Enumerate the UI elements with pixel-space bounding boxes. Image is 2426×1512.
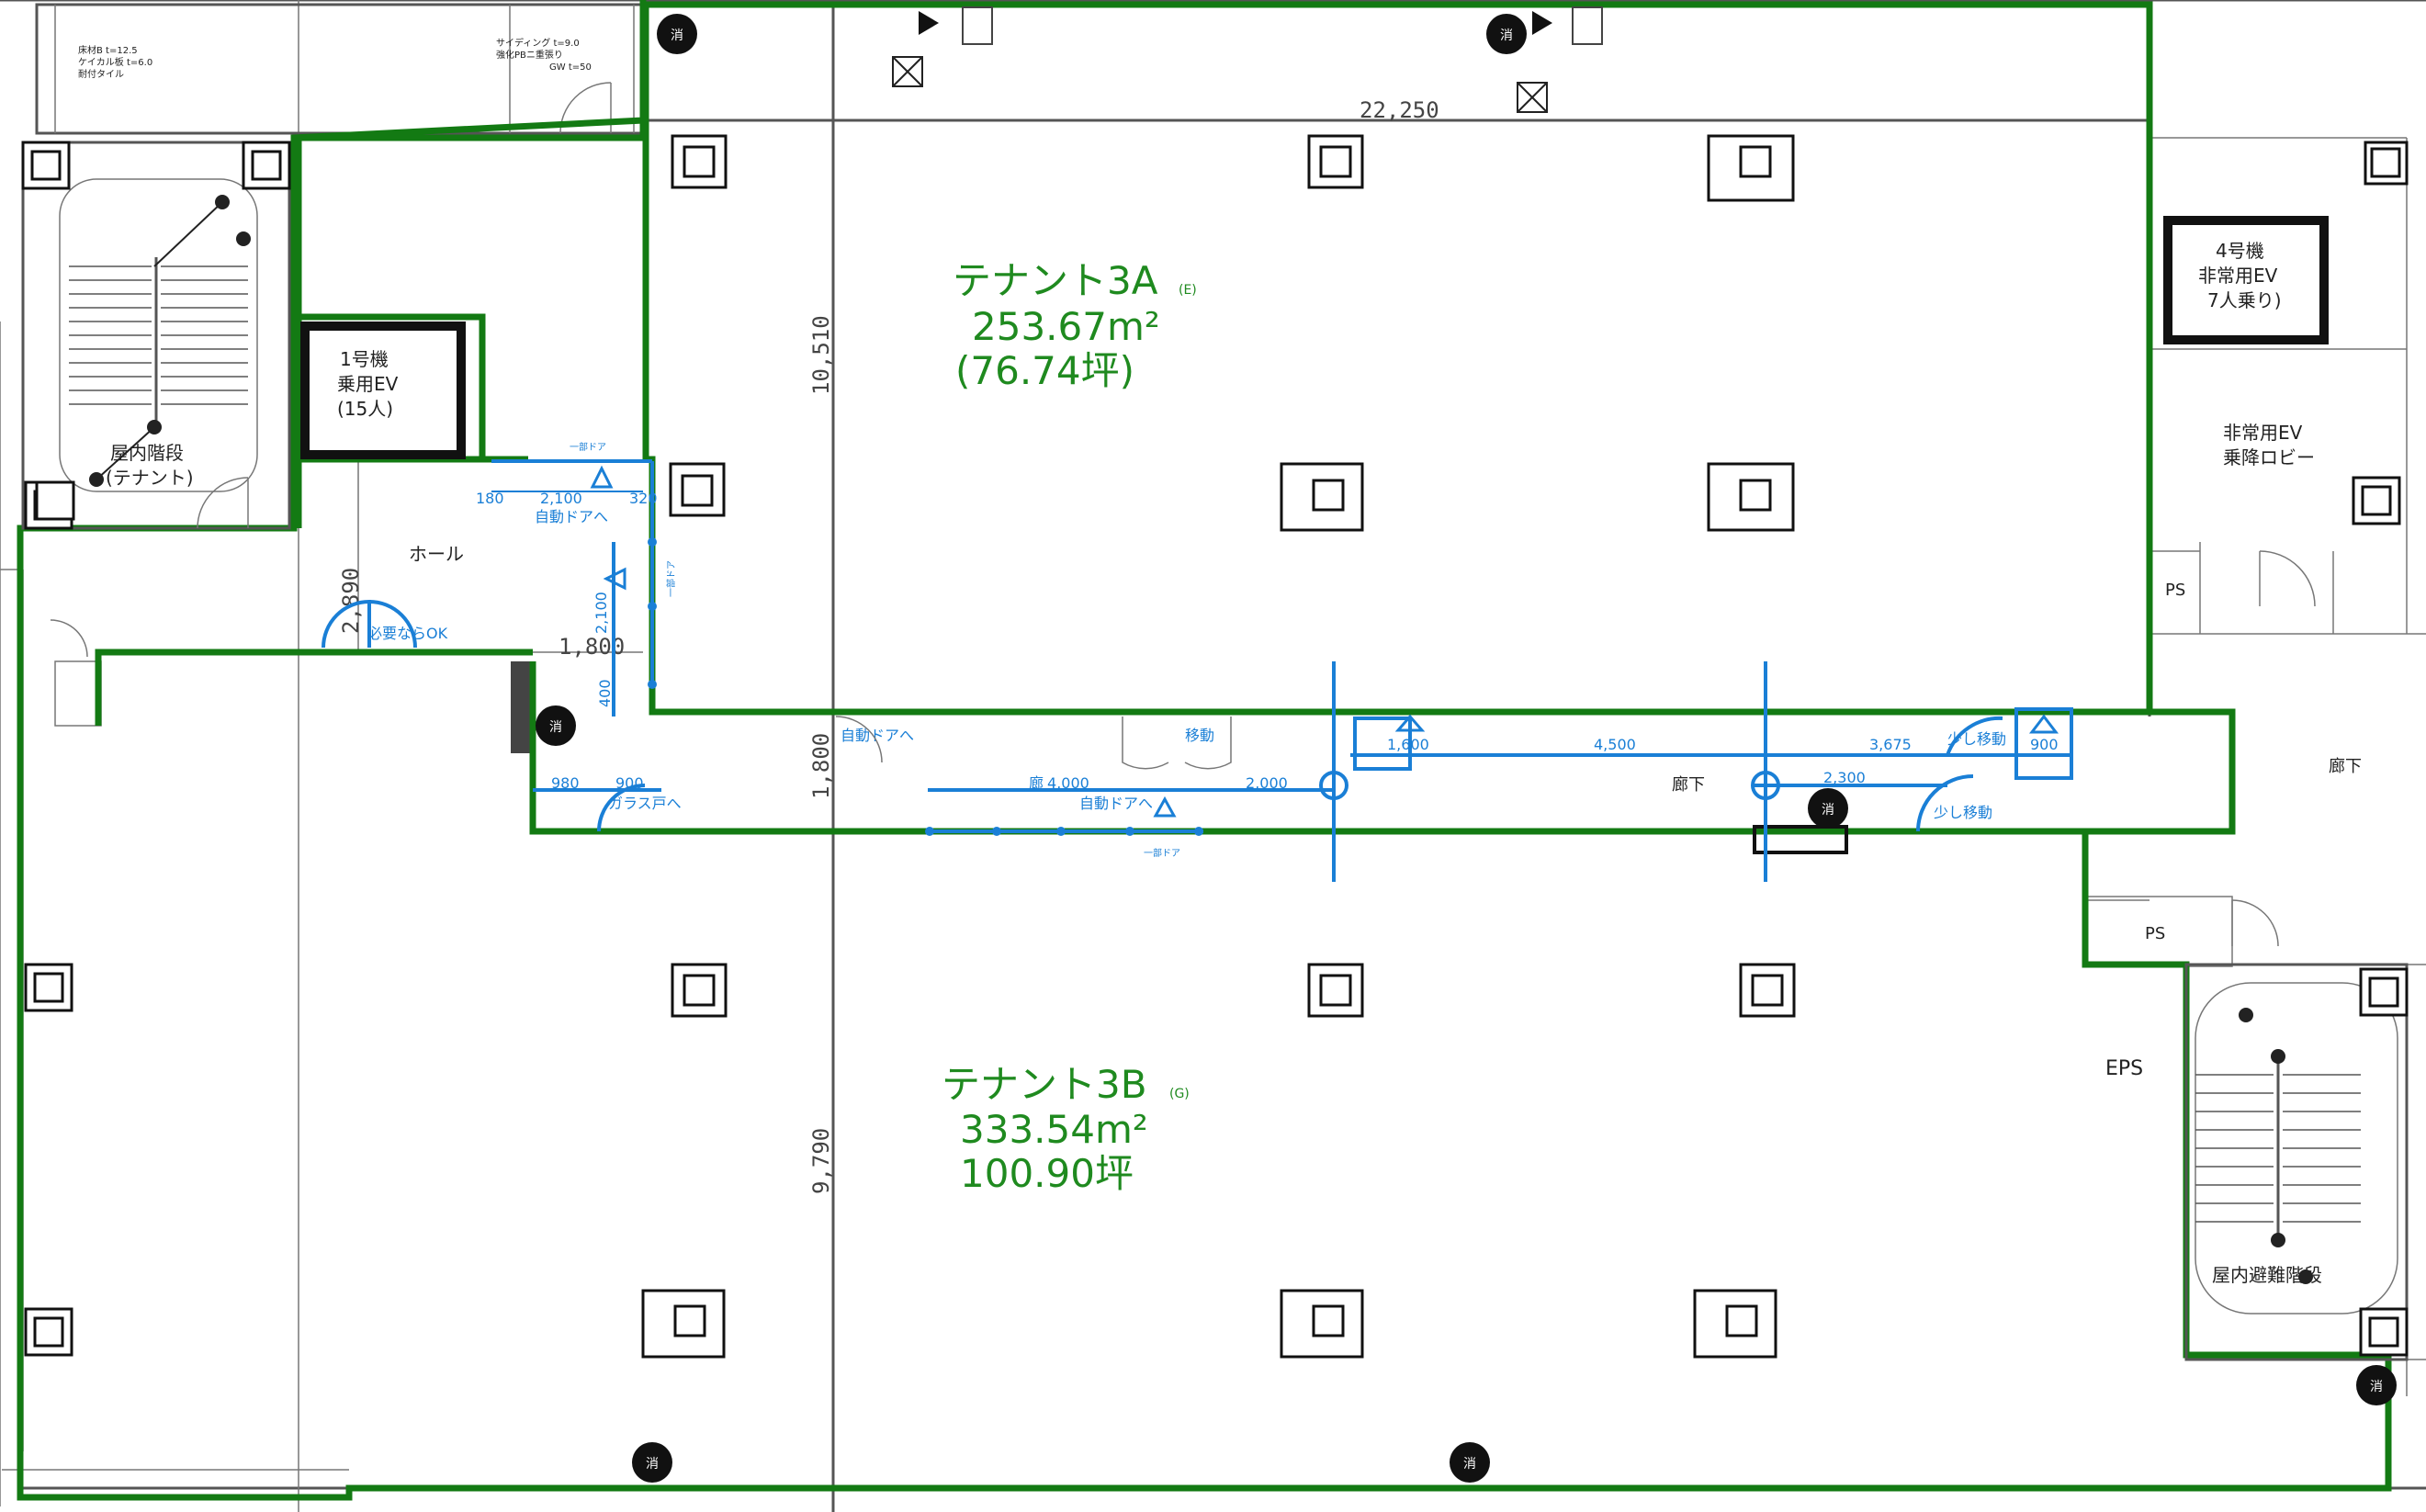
corridor-doors: [835, 716, 1232, 770]
svg-text:消: 消: [671, 28, 683, 43]
dim-900b: 900: [2030, 736, 2059, 753]
corridor-right-label: 廊下: [2329, 757, 2362, 776]
dim-corridor: 1,800: [808, 733, 834, 799]
ev1-line2: 乗用EV: [337, 373, 399, 395]
tenant-3b-mark: (G): [1169, 1087, 1190, 1101]
ev1-line1: 1号機: [340, 348, 389, 370]
svg-text:消: 消: [1463, 1457, 1476, 1472]
svg-text:消: 消: [646, 1457, 659, 1472]
tenant-3a-name: テナント3A: [953, 258, 1158, 303]
ceiling-fixtures: [892, 6, 1603, 113]
dim-hall-height: 2,890: [338, 568, 364, 634]
extinguisher-icon: 消: [657, 14, 697, 54]
dimensions: 22,250 10,510 9,790 1,800 2,890 1,800 ホー…: [338, 97, 2362, 1194]
toilet-area: 床材B t=12.5 ケイカル板 t=6.0 耐付タイル サイディング t=9.…: [35, 3, 645, 135]
hall-label: ホール: [409, 543, 464, 565]
dim-2100: 2,100: [540, 490, 582, 507]
fire-extinguishers: 消 消 消 消 消 消 消: [536, 14, 2397, 1483]
toilet-note-4: サイディング t=9.0: [496, 37, 580, 49]
note-auto-door-3: 自動ドアへ: [1079, 795, 1153, 812]
note-move-2: 少し移動: [1947, 730, 2006, 748]
dim-180: 180: [476, 490, 504, 507]
dim-400: 400: [596, 679, 614, 707]
dim-900: 900: [615, 774, 644, 792]
dim-1600: 1,600: [1387, 736, 1429, 753]
tenant-stair-label-1: 屋内階段: [110, 442, 184, 464]
note-auto-door-2: 自動ドアへ: [841, 727, 914, 744]
svg-text:消: 消: [1500, 28, 1513, 43]
dim-height-b: 9,790: [808, 1128, 834, 1194]
note-glass-door: ガラス戸へ: [608, 795, 682, 812]
note-door-ok: 必要ならOK: [367, 625, 448, 642]
dim-2000: 2,000: [1246, 774, 1288, 792]
corridor-center-label: 廊下: [1672, 775, 1705, 795]
note-duct-1: 一部ドア: [570, 441, 606, 453]
toilet-note-1: 床材B t=12.5: [78, 44, 138, 56]
toilet-note-2: ケイカル板 t=6.0: [78, 56, 152, 68]
ev-lobby-label-2: 乗降ロビー: [2223, 446, 2315, 468]
dim-4500: 4,500: [1594, 736, 1636, 753]
tenant-3a-mark: (E): [1179, 283, 1197, 298]
dim-980: 980: [551, 774, 580, 792]
note-move-1: 移動: [1185, 727, 1214, 744]
dim-2300: 2,300: [1823, 769, 1866, 786]
eps-label: EPS: [2105, 1057, 2143, 1080]
dim-width-top: 22,250: [1360, 97, 1439, 123]
tenant-3b-tsubo: 100.90坪: [960, 1151, 1134, 1196]
extinguisher-icon: 消: [632, 1442, 672, 1483]
dim-4000: 4,000: [1047, 774, 1089, 792]
dim-3675: 3,675: [1869, 736, 1912, 753]
ev4-line2: 非常用EV: [2198, 265, 2278, 287]
svg-text:消: 消: [2370, 1380, 2383, 1394]
dim-height-a: 10,510: [808, 315, 834, 395]
note-duct-2: 一部ドア: [665, 560, 677, 597]
note-duct-3: 一部ドア: [1144, 847, 1180, 859]
svg-text:消: 消: [549, 720, 562, 735]
toilet-note-3: 耐付タイル: [78, 68, 124, 80]
toilet-note-5: 強化PBニ重張り: [496, 49, 563, 61]
tenant-3b-label: テナント3B (G) 333.54m² 100.90坪: [942, 1062, 1190, 1196]
escape-stair: 屋内避難階段 EPS PS PS: [2105, 581, 2409, 1361]
ps-lower-label: PS: [2145, 924, 2165, 943]
elevator-4: 4号機 非常用EV 7人乗り) 非常用EV 乗降ロビー: [2163, 216, 2329, 468]
tenant-3b-area: 333.54m²: [960, 1107, 1148, 1152]
extinguisher-icon: 消: [536, 705, 576, 746]
dim-320: 320: [629, 490, 658, 507]
tenant-3a-area: 253.67m²: [972, 304, 1160, 349]
escape-stair-label: 屋内避難階段: [2212, 1264, 2322, 1286]
ev1-line3: (15人): [337, 398, 393, 420]
note-move-3: 少し移動: [1934, 804, 1992, 821]
tenant-stair: 屋内階段 (テナント): [21, 141, 291, 530]
ev-lobby-label-1: 非常用EV: [2223, 422, 2303, 444]
toilet-note-6: GW t=50: [549, 62, 592, 73]
ev4-line1: 4号機: [2216, 240, 2264, 262]
tenant-stair-label-2: (テナント): [106, 467, 194, 489]
tenant-3a-label: テナント3A (E) 253.67m² (76.74坪): [953, 258, 1197, 393]
extinguisher-icon: 消: [1486, 14, 1527, 54]
extinguisher-icon: 消: [1808, 788, 1848, 829]
note-auto-door-1: 自動ドアへ: [535, 508, 608, 525]
ps-upper-label: PS: [2165, 581, 2185, 600]
elevator-1: 1号機 乗用EV (15人): [300, 322, 466, 459]
svg-text:消: 消: [1822, 803, 1834, 818]
extinguisher-icon: 消: [2356, 1365, 2397, 1405]
dim-2100v: 2,100: [592, 592, 610, 634]
note-prefix-4000: 廊: [1029, 774, 1044, 792]
tenant-3b-name: テナント3B: [942, 1062, 1147, 1107]
columns: [21, 134, 2409, 1359]
tenant-3a-tsubo: (76.74坪): [955, 348, 1134, 393]
ev4-line3: 7人乗り): [2207, 289, 2282, 311]
extinguisher-icon: 消: [1450, 1442, 1490, 1483]
revision-markup: 180 2,100 320 自動ドアへ 一部ドア 2,100 400 一部ドア …: [322, 441, 2073, 882]
